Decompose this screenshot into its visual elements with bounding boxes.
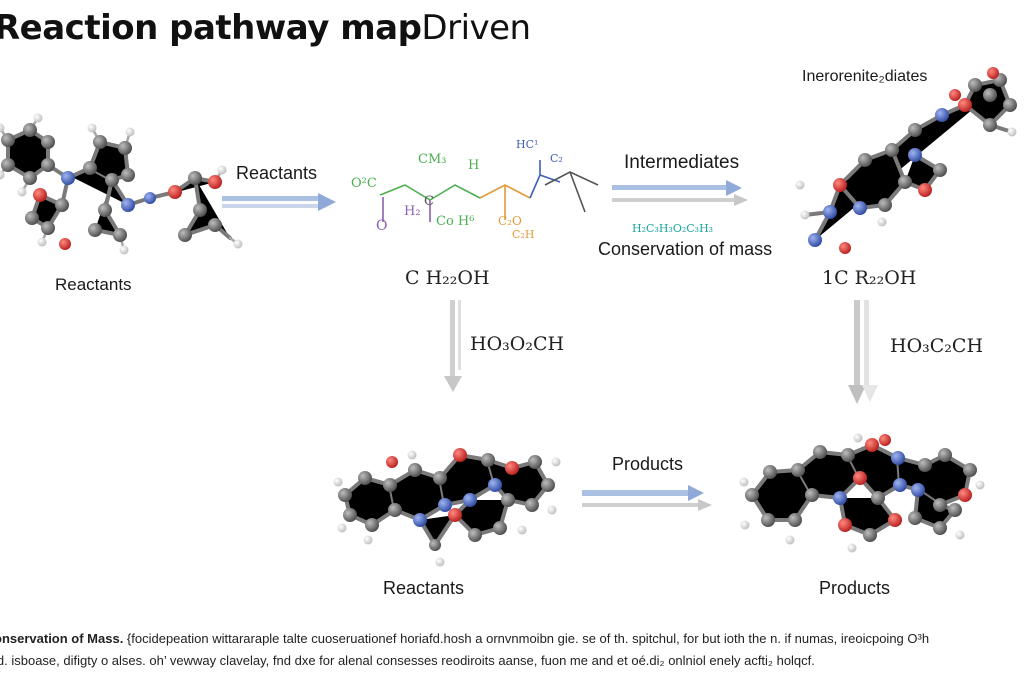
- skeletal-label-c2: C₂: [550, 152, 563, 165]
- molecule-intermediates-top: [795, 67, 1017, 254]
- footer-caption: onservation of Mass. {focidepeation witt…: [0, 628, 1024, 672]
- footer-line-1: onservation of Mass. {focidepeation witt…: [0, 628, 1024, 650]
- label-reactants-top: Reactants: [55, 275, 132, 294]
- label-reactants-arrow: Reactants: [236, 163, 318, 183]
- arrow-intermediates: [612, 180, 748, 206]
- skeletal-label-h2: H₂: [404, 204, 421, 219]
- label-products-bottom: Products: [819, 578, 891, 598]
- skeletal-label-c2o: C₂O: [498, 214, 522, 228]
- title-suffix: Driven: [421, 8, 531, 48]
- label-intermediates-arrow: Intermediates: [624, 152, 740, 173]
- formula-teal-small: H₂C₃H₃O₂C₃H₃: [632, 222, 714, 235]
- skeletal-label-c: C: [424, 194, 434, 209]
- page-title: Reaction pathway mapDriven: [0, 8, 531, 48]
- skeletal-label-hc: HC¹: [516, 138, 539, 151]
- footer-heading: onservation of Mass.: [0, 631, 124, 646]
- formula-middle-lower: HO₃O₂CH: [470, 333, 565, 355]
- molecule-products-bottom: [739, 433, 985, 553]
- arrow-down-middle: [444, 300, 462, 392]
- molecule-reactants-bottom: [333, 448, 561, 567]
- label-conservation-of-mass: Conservation of mass: [598, 239, 773, 259]
- molecule-reactants-top: [0, 113, 243, 255]
- title-main: Reaction pathway map: [0, 8, 422, 48]
- footer-line-2: jd. isboase, difigty o alses. oh’ vewway…: [0, 653, 815, 668]
- label-reactants-bottom: Reactants: [383, 578, 465, 598]
- skeletal-label-oh: Co H⁶: [436, 214, 475, 229]
- formula-right-lower: HO₃C₂CH: [890, 335, 984, 357]
- skeletal-label-h-top: H: [468, 158, 480, 173]
- skeletal-structure: [379, 160, 599, 222]
- formula-right-upper: 1C R₂₂OH: [822, 267, 917, 289]
- label-intermediates-top: Inerorenite₂diates: [802, 68, 928, 85]
- arrow-down-right: [848, 300, 878, 404]
- arrow-reactants: [222, 193, 336, 211]
- label-products-arrow: Products: [612, 454, 684, 474]
- skeletal-label-o2c: O²C: [351, 176, 377, 191]
- formula-middle-upper: C H₂₂OH: [405, 267, 490, 289]
- arrow-products: [582, 485, 712, 511]
- skeletal-label-c2h: C₂H: [512, 228, 535, 241]
- skeletal-label-o: O: [376, 218, 388, 234]
- skeletal-label-cm3: CM₃: [418, 152, 447, 167]
- footer-line-1-text: {focidepeation wittararaple talte cuoser…: [123, 631, 930, 646]
